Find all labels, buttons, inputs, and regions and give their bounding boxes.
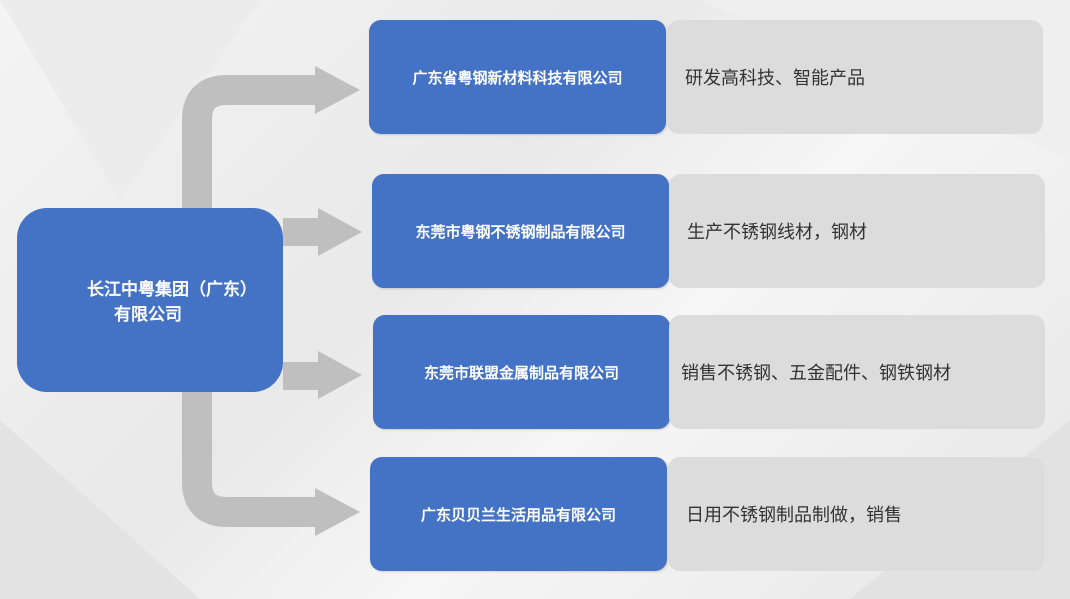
arrow-3-shaft <box>283 362 323 390</box>
subsidiary-name: 广东省粤钢新材料科技有限公司 <box>412 68 623 87</box>
subsidiary-box-3: 东莞市联盟金属制品有限公司 <box>373 315 670 429</box>
subsidiary-box-4: 广东贝贝兰生活用品有限公司 <box>370 457 667 571</box>
arrow-2-shaft <box>283 218 323 246</box>
subsidiary-box-2: 东莞市粤钢不锈钢制品有限公司 <box>372 174 669 288</box>
subsidiary-name: 东莞市粤钢不锈钢制品有限公司 <box>415 222 626 241</box>
arrow-3 <box>318 351 362 399</box>
business-text: 生产不锈钢线材，钢材 <box>687 222 867 243</box>
business-box-2: 生产不锈钢线材，钢材 <box>669 174 1045 288</box>
business-box-1: 研发高科技、智能产品 <box>667 20 1043 134</box>
business-text: 研发高科技、智能产品 <box>685 68 865 89</box>
arrow-4 <box>315 488 360 536</box>
business-text: 销售不锈钢、五金配件、钢铁钢材 <box>681 363 951 384</box>
arrow-2 <box>318 208 362 256</box>
subsidiary-name: 东莞市联盟金属制品有限公司 <box>423 363 619 382</box>
business-text: 日用不锈钢制品制做，销售 <box>686 505 902 526</box>
parent-name-line1: 长江中粤集团（广东） <box>87 280 257 300</box>
parent-name-line2: 有限公司 <box>114 305 182 325</box>
business-box-4: 日用不锈钢制品制做，销售 <box>668 457 1044 571</box>
parent-company-box: 长江中粤集团（广东） 有限公司 <box>17 208 283 392</box>
subsidiary-name: 广东贝贝兰生活用品有限公司 <box>420 505 616 524</box>
subsidiary-box-1: 广东省粤钢新材料科技有限公司 <box>369 20 666 134</box>
arrow-1 <box>315 66 360 114</box>
connector-trunk <box>182 75 320 527</box>
business-box-3: 销售不锈钢、五金配件、钢铁钢材 <box>669 315 1045 429</box>
